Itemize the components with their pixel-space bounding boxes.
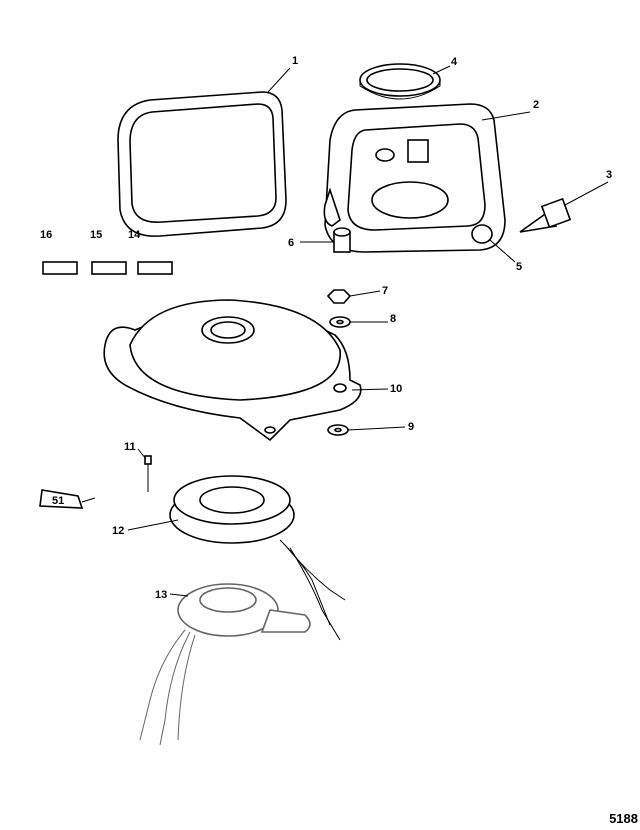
callout-16: 16 [40,229,52,241]
callout-leader-10 [351,388,389,391]
part-16-decal [42,261,78,275]
part-15-decal [91,261,127,275]
sealant-tube: 51 [39,489,96,509]
part-6-spacer [333,227,351,253]
callout-4: 4 [451,56,458,68]
callout-14: 14 [128,229,141,241]
callout-9: 9 [408,421,414,433]
callout-leader-2 [481,111,531,121]
callout-10: 10 [390,383,402,395]
callout-leader-7 [349,290,381,297]
callout-leader-11 [137,448,147,460]
callout-leader-5 [489,239,516,263]
part-14-decal [137,261,173,275]
part-10-flywheel-cover [103,299,362,442]
part-4-ring [359,63,441,100]
callout-1: 1 [292,55,298,67]
callout-13: 13 [155,589,167,601]
callout-7: 7 [382,285,388,297]
callout-leader-4 [432,65,451,75]
tube-label: 51 [52,495,64,507]
callout-15: 15 [90,229,102,241]
callout-leader-12 [127,519,179,531]
callout-leader-3 [564,181,609,206]
part-3-terminal [519,197,572,233]
part-13-trigger [139,583,311,746]
callout-2: 2 [533,99,539,111]
callout-leader-1 [267,67,291,93]
callout-8: 8 [390,313,396,325]
figure-number: 5188 [609,811,638,826]
part-1-frame [117,91,287,237]
callout-3: 3 [606,169,612,181]
part-12-stator [169,475,346,641]
part-11-screw [144,455,152,492]
callout-5: 5 [516,261,522,273]
part-2-housing [323,103,506,253]
callout-leader-9 [347,426,406,431]
callout-11: 11 [124,441,136,453]
part-5-plug [471,224,493,244]
callout-12: 12 [112,525,124,537]
callout-6: 6 [288,237,294,249]
callout-leader-13 [169,593,189,597]
